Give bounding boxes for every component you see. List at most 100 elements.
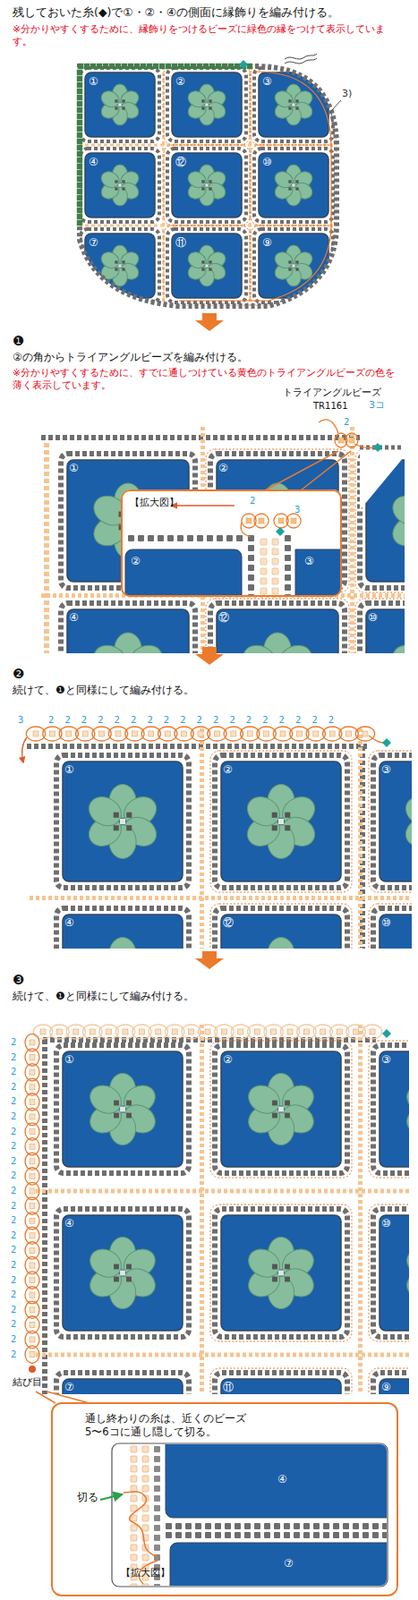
edging-bead	[77, 114, 83, 120]
thread-loop	[286, 513, 301, 529]
panel-number: ④	[64, 916, 75, 931]
bead	[382, 1523, 387, 1530]
bead	[293, 1532, 300, 1539]
step-instruction: 続けて、❶と同様にして編み付ける。	[12, 989, 195, 1005]
callout-text: 【拡大図】	[129, 496, 180, 510]
triangle-bead	[66, 731, 72, 737]
bead	[303, 1523, 310, 1530]
center-bead	[114, 187, 118, 190]
triangle-bead	[278, 518, 284, 524]
center-bead	[208, 99, 212, 103]
motif-panel	[221, 1379, 342, 1395]
thread-path	[240, 522, 251, 538]
flower-petal	[401, 1080, 410, 1119]
motif-panel	[379, 1215, 410, 1331]
center-bead	[113, 1277, 120, 1283]
center-bead	[278, 818, 284, 825]
bead-count: 2	[10, 1214, 17, 1227]
center-bead	[284, 812, 291, 819]
edging-bead	[77, 89, 83, 94]
bead	[247, 584, 255, 591]
edging-bead	[185, 64, 190, 69]
center-bead	[272, 1264, 278, 1271]
triangle-bead	[247, 731, 253, 737]
triangle-bead	[213, 731, 220, 737]
triangle-bead	[197, 731, 204, 737]
bead-count: 2	[130, 714, 137, 726]
flower-petal	[243, 1244, 285, 1283]
bead-count: 2	[48, 714, 54, 726]
bead-ring	[373, 755, 412, 888]
flower-petal	[88, 639, 132, 654]
triangle-bead	[29, 1307, 35, 1314]
bead	[142, 1584, 149, 1587]
bead	[157, 535, 164, 542]
edging-bead	[179, 64, 184, 69]
panel-number: ⑩	[381, 1217, 392, 1232]
bead-count: 2	[10, 1066, 17, 1078]
bead-count: 2	[343, 416, 350, 428]
triangle-bead	[336, 1029, 342, 1035]
triangle-bead	[99, 731, 105, 737]
bead-count: 2	[10, 1244, 17, 1256]
panel-number: ①	[88, 75, 99, 90]
bead	[142, 1456, 149, 1463]
edging-bead	[77, 76, 83, 82]
edging-bead	[110, 64, 115, 69]
leader-line	[331, 100, 342, 111]
flower-petal	[83, 791, 127, 832]
bead-ring	[167, 229, 247, 303]
triangle-bead	[29, 1352, 35, 1358]
bead-count: 2	[97, 714, 103, 726]
triangle-bead	[29, 1203, 35, 1210]
edging-bead	[147, 64, 153, 69]
thread-path	[123, 1492, 158, 1558]
bead	[260, 568, 267, 575]
triangle-bead	[338, 437, 344, 444]
thread-start-mark	[382, 1029, 392, 1039]
thread-path	[250, 64, 337, 146]
triangle-bead	[131, 731, 137, 737]
bead	[342, 1532, 350, 1539]
motif-panel	[379, 761, 412, 882]
bead-count: 2	[10, 1229, 17, 1242]
bead	[153, 1495, 161, 1502]
edging-bead	[77, 70, 83, 76]
center-bead	[114, 260, 118, 264]
bead-ring	[359, 603, 405, 654]
bead	[130, 1456, 137, 1463]
edging-bead	[135, 64, 140, 69]
thread-path	[210, 904, 352, 949]
triangle-bead	[82, 731, 88, 737]
edging-bead	[77, 108, 83, 113]
motif-panel	[67, 609, 189, 654]
center-bead	[119, 1107, 126, 1113]
triangle-bead	[204, 1029, 211, 1035]
bead-count: 2	[10, 1126, 17, 1138]
edging-bead	[77, 152, 83, 157]
triangle-bead	[33, 731, 39, 737]
edging-bead	[77, 133, 83, 138]
bead-count: 2	[10, 1259, 17, 1272]
bead	[272, 558, 279, 565]
thread-path	[368, 904, 412, 949]
flower-petal	[98, 248, 122, 272]
bead	[175, 1532, 182, 1539]
center-bead	[113, 1100, 120, 1107]
bead	[153, 1584, 161, 1587]
bead-row	[358, 1024, 363, 1395]
center-bead	[113, 812, 120, 819]
bead-count: 2	[10, 1274, 17, 1287]
center-bead	[284, 1100, 291, 1107]
triangle-bead	[29, 1040, 35, 1046]
bead	[244, 1523, 251, 1530]
bead	[214, 1532, 222, 1539]
bead-ring	[167, 68, 247, 142]
center-bead	[204, 264, 208, 267]
motif-panel	[85, 153, 155, 218]
triangle-bead	[138, 1029, 145, 1035]
bead	[284, 574, 291, 581]
triangle-bead	[353, 1029, 359, 1035]
center-bead	[291, 102, 295, 106]
